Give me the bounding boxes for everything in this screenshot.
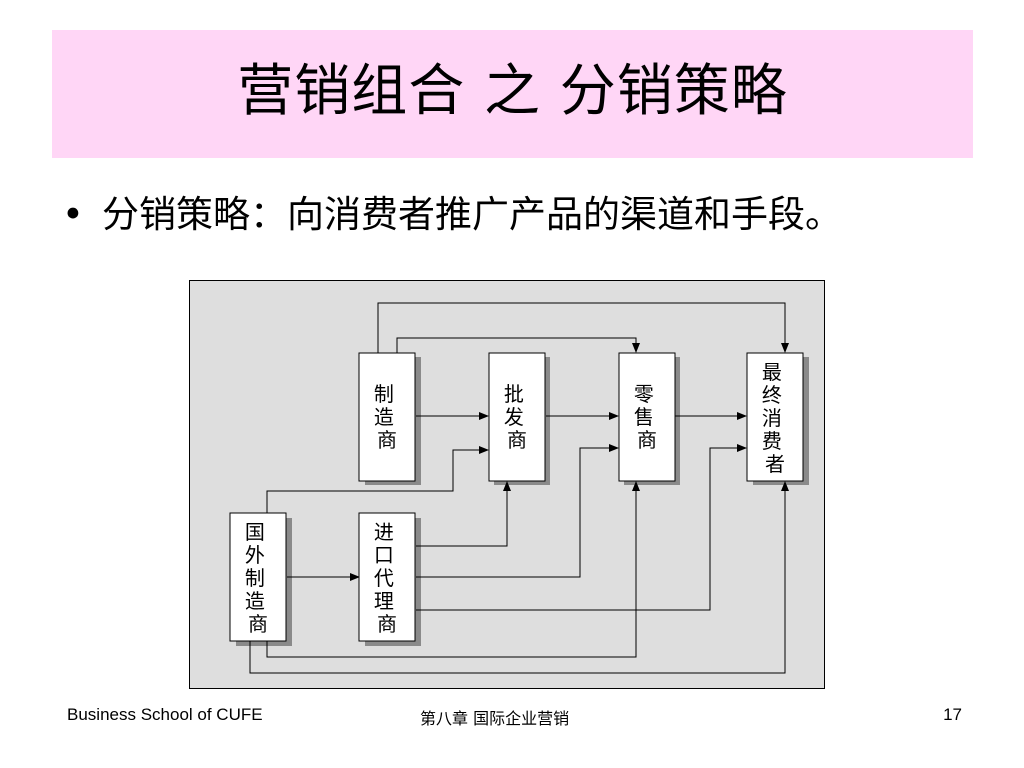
bullet-text: 分销策略：向消费者推广产品的渠道和手段。 bbox=[102, 193, 842, 236]
char-mfr-2: 造 bbox=[374, 405, 394, 429]
node-consumer: 最 终 消 费 者 bbox=[746, 352, 804, 482]
title-band: 营销组合 之 分销策略 bbox=[52, 30, 973, 158]
node-label-retailer: 零 售 商 bbox=[634, 382, 660, 452]
bullet-item: • 分销策略：向消费者推广产品的渠道和手段。 bbox=[62, 190, 942, 239]
node-label-manufacturer: 制 造 商 bbox=[374, 382, 400, 452]
slide-title: 营销组合 之 分销策略 bbox=[237, 59, 788, 124]
bullet-icon: • bbox=[62, 193, 84, 236]
distribution-channel-diagram: 制 造 商 批 发 商 零 售 商 最 终 bbox=[189, 280, 825, 689]
node-foreign-manufacturer: 国 外 制 造 商 bbox=[229, 512, 287, 642]
char-mfr-3: 商 bbox=[377, 428, 397, 452]
node-label-import-agent: 进 口 代 理 商 bbox=[374, 520, 400, 636]
footer-chapter-title: 第八章 国际企业营销 bbox=[420, 709, 570, 728]
char-mfr-1: 制 bbox=[374, 382, 394, 406]
node-wholesaler: 批 发 商 bbox=[488, 352, 546, 482]
node-import-agent: 进 口 代 理 商 bbox=[358, 512, 416, 642]
footer-page-number: 17 bbox=[943, 705, 962, 724]
node-manufacturer: 制 造 商 bbox=[358, 352, 416, 482]
footer-school-name: Business School of CUFE bbox=[67, 705, 263, 724]
node-label-foreign-manufacturer: 国 外 制 造 商 bbox=[245, 520, 271, 636]
arrowheads bbox=[350, 343, 789, 581]
connector-lines bbox=[249, 302, 786, 674]
node-label-consumer: 最 终 消 费 者 bbox=[762, 360, 788, 476]
node-retailer: 零 售 商 bbox=[618, 352, 676, 482]
node-label-wholesaler: 批 发 商 bbox=[504, 382, 530, 452]
